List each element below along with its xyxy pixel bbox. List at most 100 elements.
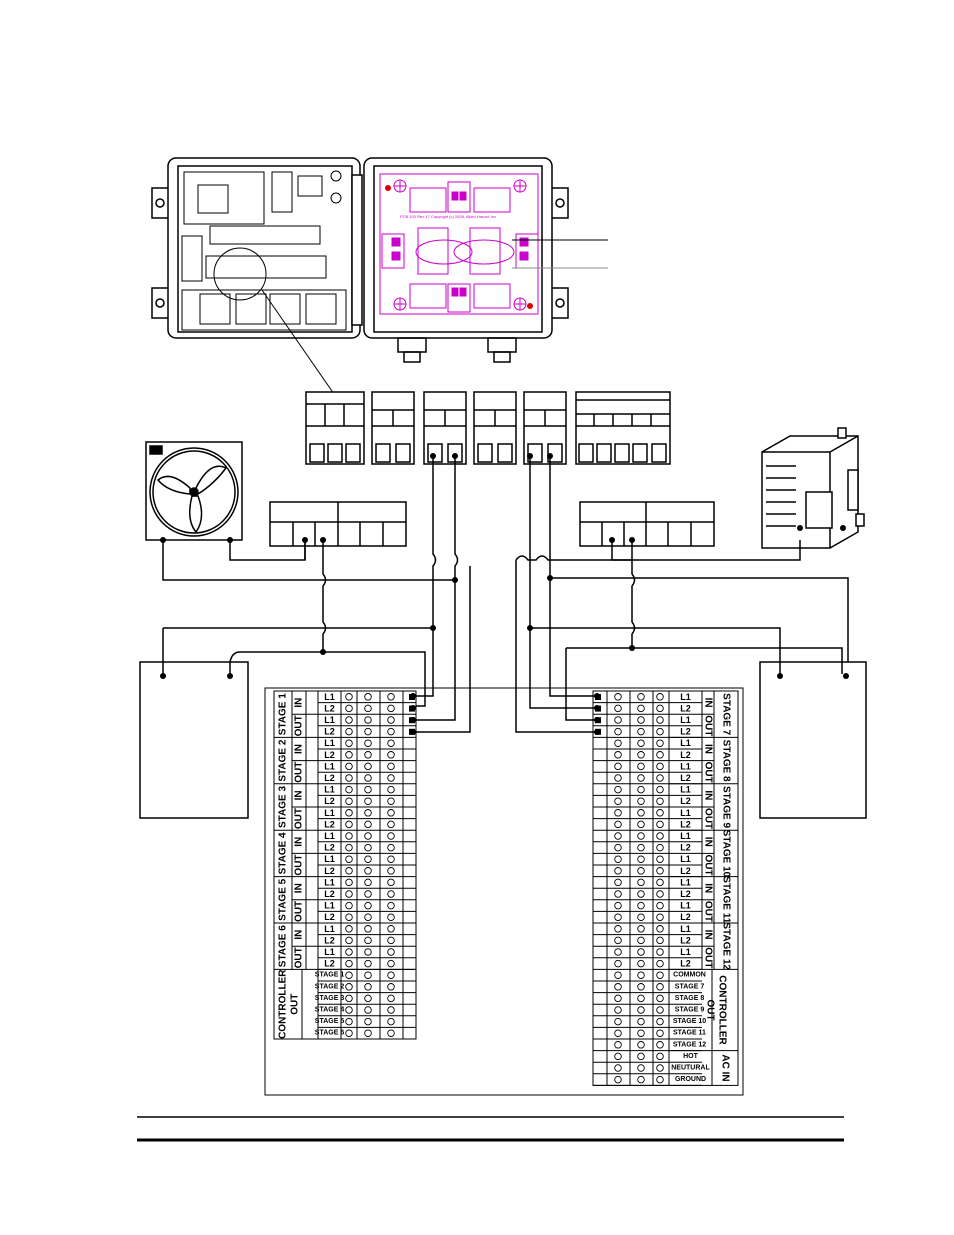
- line-label: L2: [680, 959, 691, 969]
- out-label: OUT: [294, 715, 305, 736]
- controller-label: CONTROLLER: [278, 969, 289, 1039]
- terminal-board-outline: [264, 687, 744, 1096]
- terminal-screw: [387, 762, 395, 771]
- terminal-screw: [656, 971, 664, 979]
- terminal-screw: [614, 1017, 622, 1026]
- terminal-screw: [387, 890, 395, 898]
- terminal-screw: [637, 832, 645, 840]
- terminal-screw: [364, 716, 372, 724]
- line-label: L2: [324, 935, 335, 945]
- terminal-screw: [614, 959, 622, 968]
- terminal-connector: [595, 728, 601, 735]
- terminal-screw: [637, 1017, 645, 1026]
- controller-stage-label: STAGE 6: [315, 1030, 345, 1037]
- out-label: OUT: [703, 947, 714, 968]
- terminal-screw: [656, 727, 664, 736]
- controller-stage-label: STAGE 5: [315, 1018, 345, 1025]
- terminal-screw: [387, 1029, 395, 1037]
- in-label: IN: [703, 930, 714, 940]
- terminal-screw: [345, 855, 353, 863]
- terminal-screw: [614, 809, 622, 817]
- line-label: L1: [324, 808, 335, 818]
- terminal-screw: [637, 762, 645, 771]
- callout-lines: [261, 239, 608, 395]
- terminal-screw: [364, 1017, 372, 1026]
- out-label: OUT: [703, 854, 714, 875]
- terminal-screw: [637, 1006, 645, 1014]
- stage-label: STAGE 7: [721, 693, 732, 735]
- terminal-screw: [637, 797, 645, 805]
- terminal-screw: [387, 832, 395, 840]
- terminal-screw: [614, 971, 622, 979]
- line-label: L2: [680, 703, 691, 713]
- terminal-screw: [637, 751, 645, 759]
- line-label: L1: [324, 692, 335, 702]
- terminal-connector: [409, 728, 415, 735]
- terminal-screw: [364, 693, 372, 701]
- stage-label: STAGE 12: [721, 922, 732, 970]
- terminal-screw: [387, 994, 395, 1003]
- terminal-screw: [637, 704, 645, 713]
- line-label: L1: [680, 715, 691, 725]
- ac-row-label: NEUTURAL: [671, 1065, 710, 1072]
- terminal-screw: [345, 693, 353, 701]
- terminal-screw: [614, 774, 622, 782]
- ac-row-label: HOT: [683, 1053, 699, 1060]
- terminal-screw: [637, 901, 645, 910]
- terminal-screw: [637, 774, 645, 782]
- pcb-mount-holes: [393, 179, 527, 311]
- out-label: OUT: [294, 808, 305, 829]
- terminal-screw: [614, 1052, 622, 1061]
- terminal-connector: [409, 705, 415, 712]
- terminal-screw: [656, 716, 664, 724]
- terminal-screw: [387, 936, 395, 945]
- terminal-screw: [364, 971, 372, 979]
- terminal-screw: [387, 971, 395, 979]
- in-label: IN: [703, 837, 714, 847]
- line-label: L2: [324, 796, 335, 806]
- terminal-screw: [345, 774, 353, 782]
- terminal-screw: [637, 983, 645, 991]
- stage-label: STAGE 4: [278, 832, 289, 874]
- terminal-screw: [656, 704, 664, 713]
- terminal-screw: [364, 890, 372, 898]
- controller-stage-label: STAGE 11: [673, 1030, 706, 1037]
- terminal-screw: [637, 843, 645, 852]
- terminal-screw: [637, 1064, 645, 1072]
- terminal-screw: [614, 890, 622, 898]
- controller-label: CONTROLLER: [717, 975, 728, 1045]
- terminal-screw: [614, 762, 622, 771]
- terminal-screw: [637, 994, 645, 1003]
- terminal-screw: [387, 901, 395, 910]
- terminal-screw: [387, 959, 395, 968]
- line-label: L1: [680, 831, 691, 841]
- terminal-screw: [637, 925, 645, 933]
- controller-stage-label: STAGE 8: [675, 995, 705, 1002]
- terminal-screw: [614, 751, 622, 759]
- terminal-screw: [364, 1006, 372, 1014]
- terminal-screw: [656, 751, 664, 759]
- controller-enclosure: [151, 157, 363, 339]
- terminal-screw: [345, 762, 353, 771]
- terminal-screw: [656, 797, 664, 805]
- terminal-screw: [364, 867, 372, 875]
- line-label: L1: [680, 761, 691, 771]
- terminal-screw: [345, 832, 353, 840]
- terminal-screw: [637, 971, 645, 979]
- terminal-screw: [364, 751, 372, 759]
- line-label: L1: [324, 715, 335, 725]
- terminal-screw: [614, 867, 622, 875]
- in-label: IN: [703, 883, 714, 893]
- terminal-screw: [387, 1006, 395, 1014]
- terminal-screw: [345, 1006, 353, 1014]
- terminal-screw: [387, 716, 395, 724]
- terminal-screw: [387, 704, 395, 713]
- terminal-screw: [364, 913, 372, 921]
- line-label: L1: [680, 901, 691, 911]
- terminal-screw: [614, 936, 622, 945]
- line-label: L2: [680, 773, 691, 783]
- line-label: L2: [324, 703, 335, 713]
- terminal-screw: [656, 983, 664, 991]
